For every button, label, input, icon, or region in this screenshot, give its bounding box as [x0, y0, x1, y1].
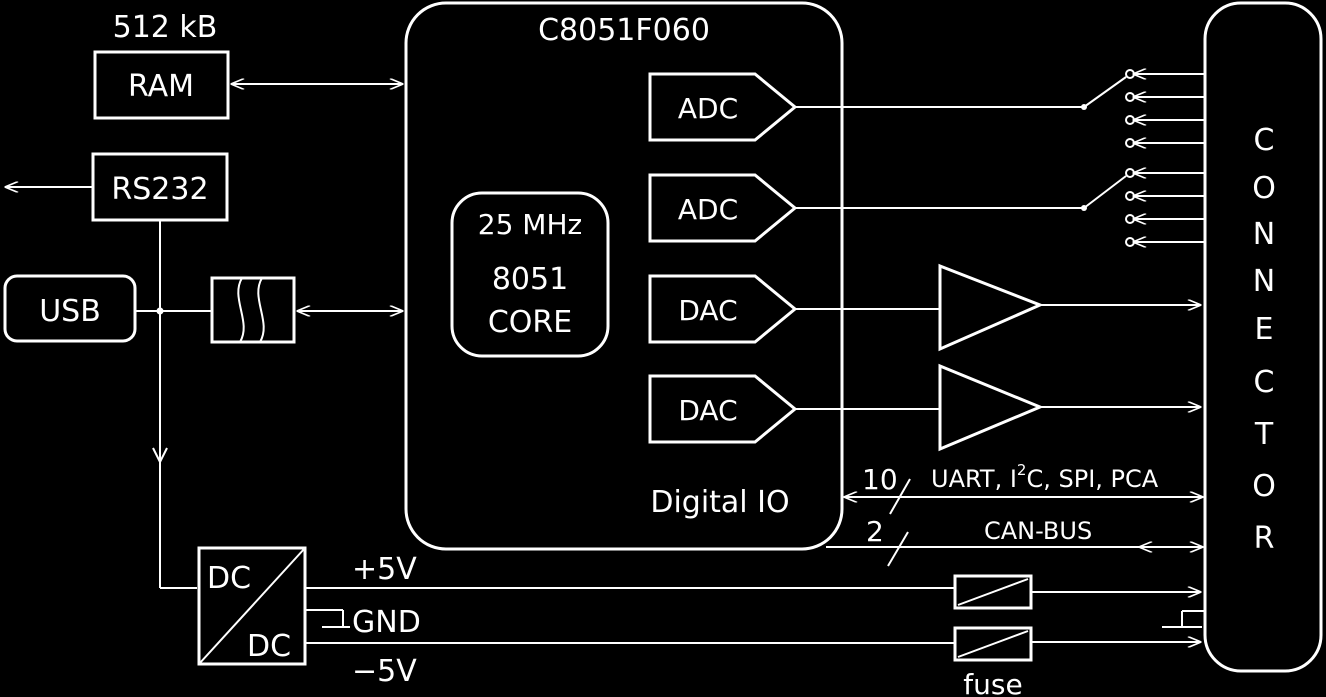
dc-output-label: DC — [247, 629, 291, 664]
can-bus: 2 CAN-BUS — [826, 515, 1202, 567]
core-label-line2: CORE — [488, 305, 572, 340]
serial-bus-count: 10 — [862, 463, 898, 496]
usb-block — [3, 274, 137, 343]
serial-bus: 10 UART, I2C, SPI, PCA — [845, 461, 1202, 515]
dc-input-label: DC — [207, 561, 251, 596]
power-arrow-mark — [152, 447, 168, 465]
rs232-label: RS232 — [111, 172, 208, 207]
svg-text:R: R — [1254, 521, 1275, 556]
adc-1-mux-switch — [795, 70, 1205, 147]
adc-2: ADC — [648, 173, 798, 243]
can-bus-count: 2 — [866, 515, 884, 548]
adc-1: ADC — [648, 72, 798, 142]
ram-block — [93, 50, 230, 120]
core-label-line1: 8051 — [492, 262, 568, 297]
svg-text:DAC: DAC — [678, 394, 737, 427]
svg-text:O: O — [1252, 171, 1276, 206]
svg-text:N: N — [1253, 217, 1275, 252]
minus-5v-rail: −5V fuse — [305, 626, 1200, 697]
svg-text:DAC: DAC — [678, 294, 737, 327]
connector-label: C O N N E C T O R — [1252, 123, 1276, 556]
svg-text:ADC: ADC — [678, 92, 738, 125]
svg-text:C: C — [1254, 123, 1275, 158]
svg-text:ADC: ADC — [678, 193, 738, 226]
adc-2-mux-switch — [795, 169, 1205, 246]
core-frequency: 25 MHz — [478, 208, 582, 241]
ram-size-label: 512 kB — [113, 10, 218, 45]
serial-bus-label: UART, I2C, SPI, PCA — [931, 461, 1159, 493]
plus-5v-label: +5V — [352, 552, 417, 587]
mcu-title: C8051F060 — [538, 13, 710, 48]
dc-dc-converter: DC DC — [197, 546, 307, 666]
gnd-label: GND — [352, 605, 421, 640]
svg-text:N: N — [1253, 264, 1275, 299]
junction-dot — [156, 307, 164, 315]
connector-block — [1203, 1, 1323, 673]
core-block — [450, 191, 610, 358]
isolator-icon — [210, 276, 296, 344]
svg-text:C: C — [1254, 365, 1275, 400]
minus-5v-label: −5V — [352, 654, 417, 689]
dac-2-amplifier — [795, 363, 1200, 452]
ram-label: RAM — [128, 69, 194, 104]
dac-1-amplifier — [795, 263, 1200, 352]
can-bus-label: CAN-BUS — [984, 517, 1092, 545]
plus-5v-rail: +5V — [305, 552, 1200, 610]
usb-label: USB — [39, 294, 101, 329]
svg-text:T: T — [1254, 417, 1274, 452]
svg-text:E: E — [1255, 312, 1274, 347]
connector-ground-symbol — [1162, 610, 1205, 628]
fuse-label: fuse — [963, 668, 1022, 697]
gnd-rail: GND — [305, 605, 421, 640]
dac-2: DAC — [648, 374, 798, 444]
mcu-block — [404, 1, 844, 551]
digital-io-label: Digital IO — [650, 485, 789, 520]
svg-text:O: O — [1252, 469, 1276, 504]
dac-1: DAC — [648, 274, 798, 344]
